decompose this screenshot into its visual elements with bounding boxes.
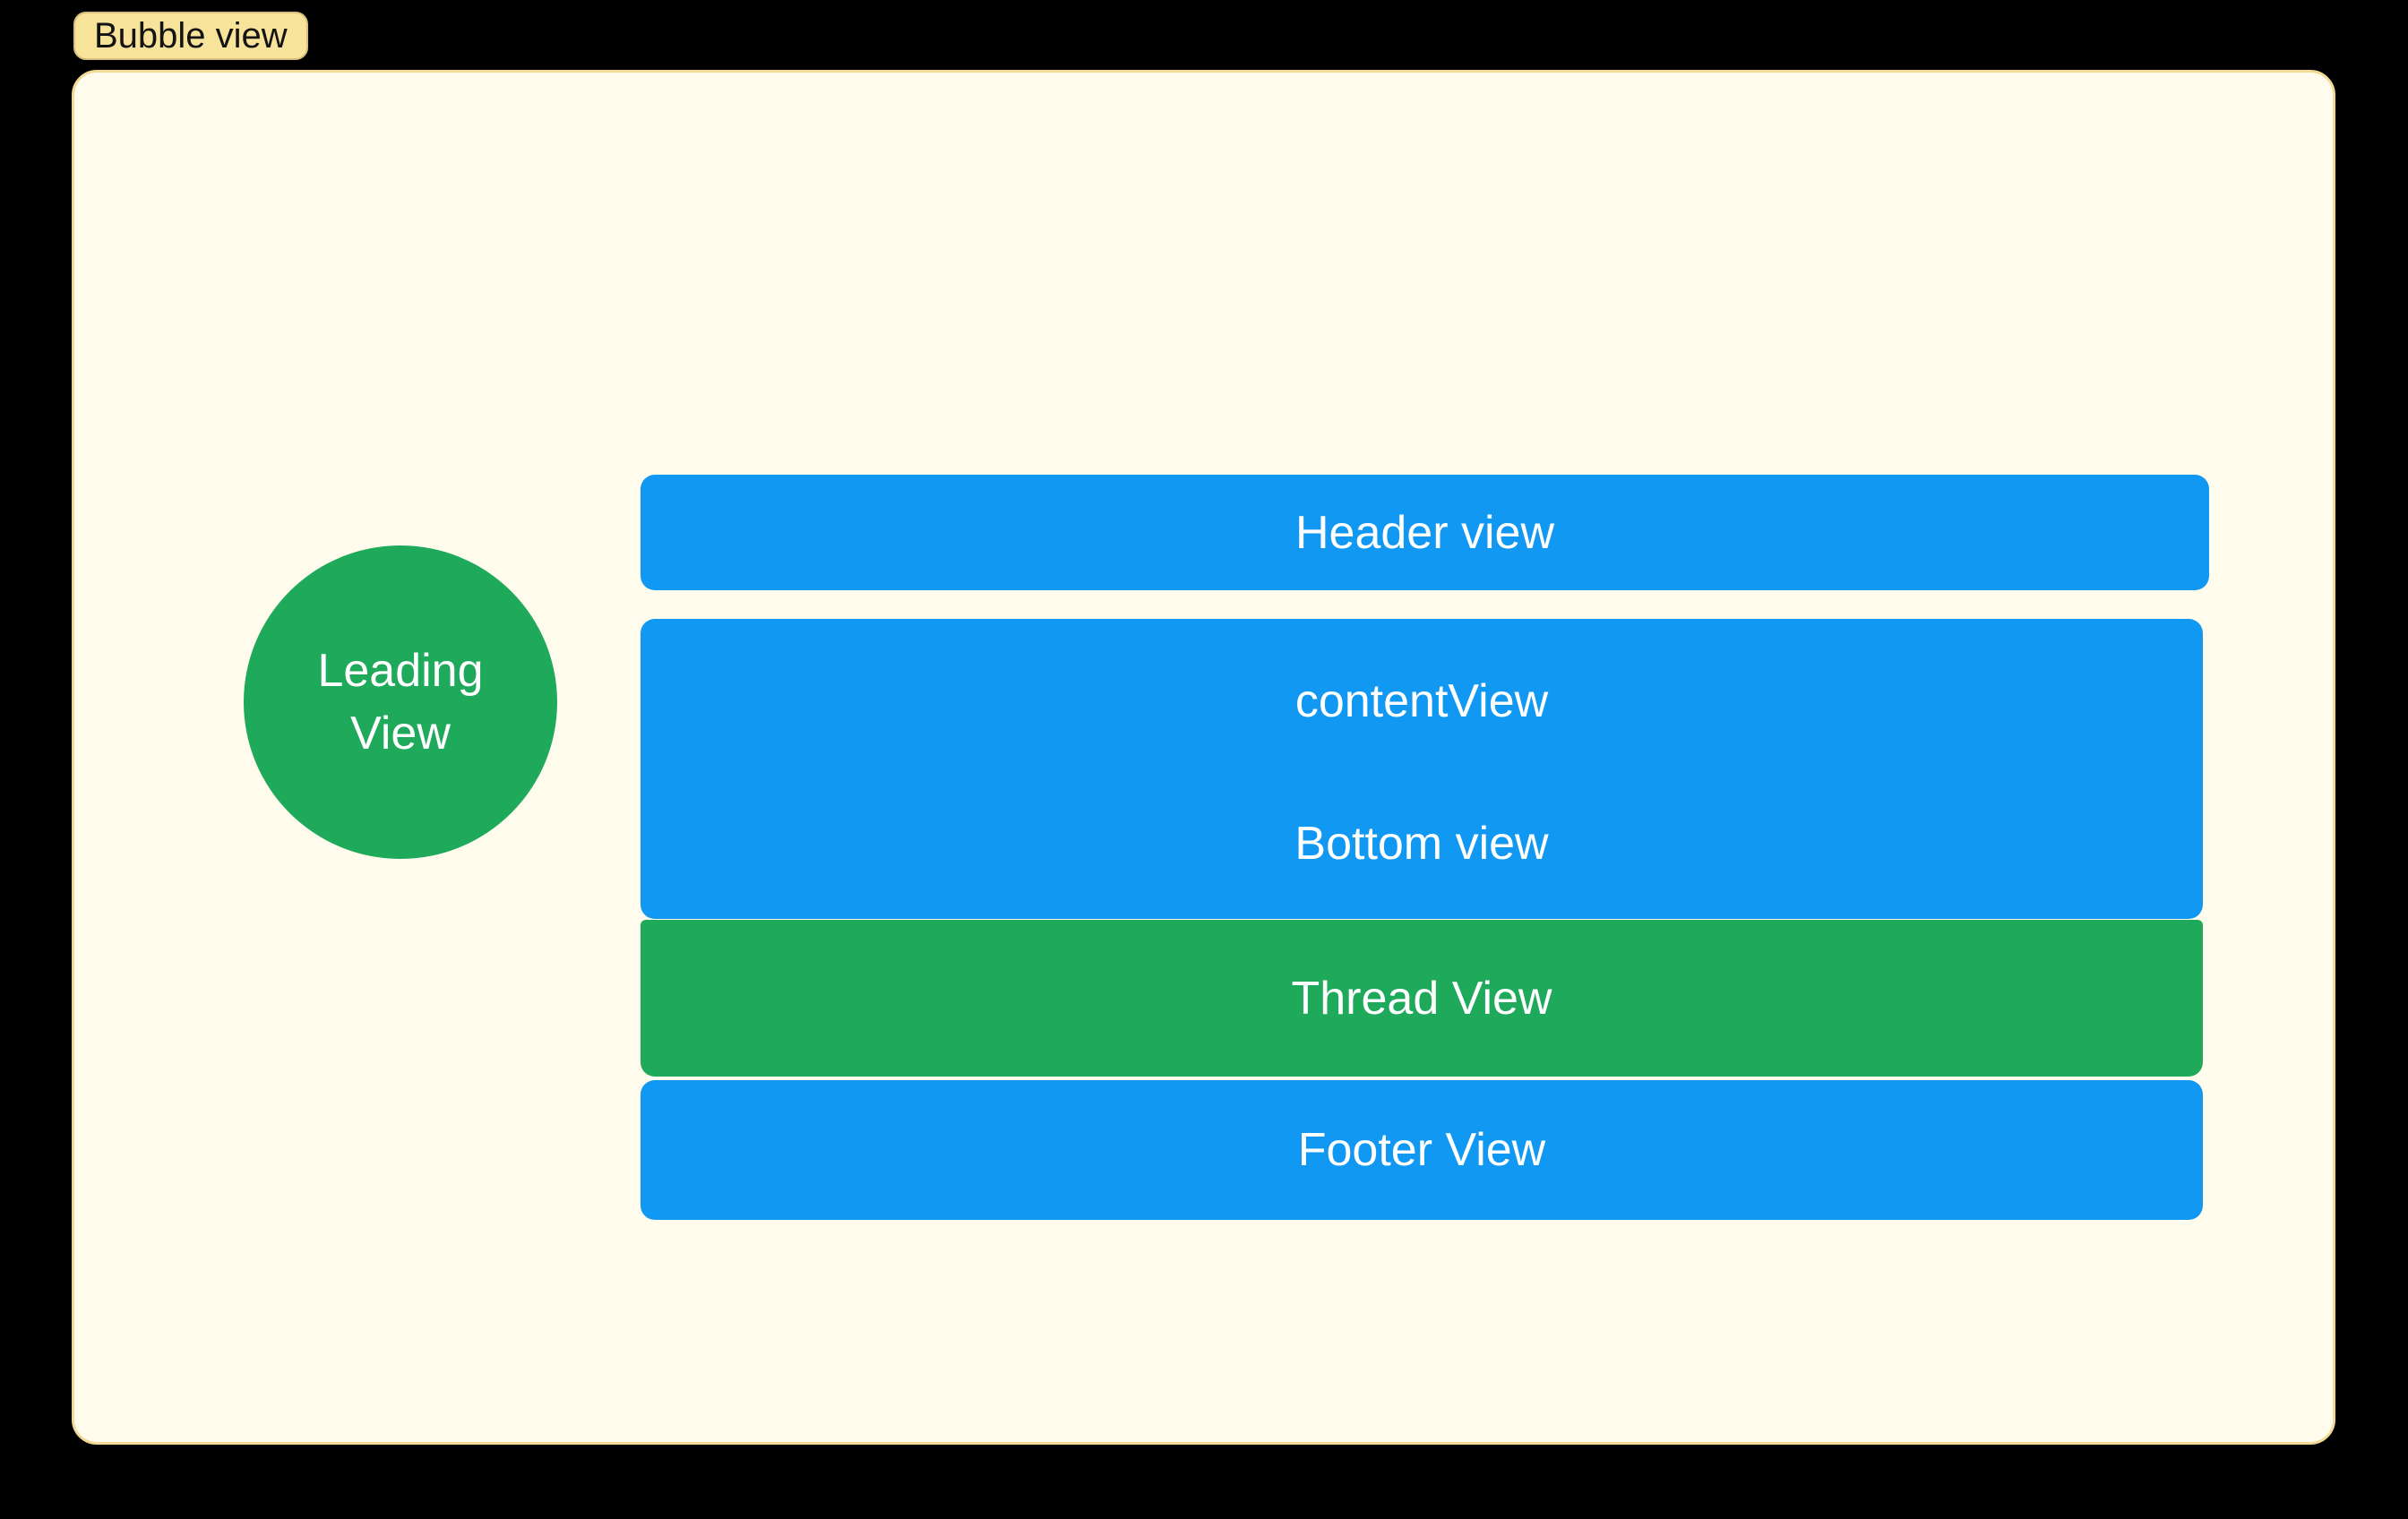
leading-view-label-line2: View [350, 708, 451, 760]
bottom-view-label: Bottom view [1294, 818, 1549, 870]
leading-view: Leading View [244, 545, 557, 859]
thread-view-bar: Thread View [641, 920, 2203, 1077]
content-view-label: contentView [1294, 675, 1549, 727]
bubble-view-button-label: Bubble view [94, 16, 288, 56]
leading-view-label-line1: Leading [317, 645, 484, 697]
footer-view-bar: Footer View [641, 1080, 2203, 1220]
footer-view-label: Footer View [1297, 1124, 1546, 1176]
content-view-bar: contentView Bottom view [641, 619, 2203, 919]
bubble-view-button[interactable]: Bubble view [73, 12, 308, 60]
bubble-view-canvas: Leading View Header view contentView Bot… [72, 70, 2335, 1445]
header-view-bar: Header view [641, 475, 2209, 590]
header-view-label: Header view [1294, 506, 1555, 559]
thread-view-label: Thread View [1291, 972, 1552, 1025]
